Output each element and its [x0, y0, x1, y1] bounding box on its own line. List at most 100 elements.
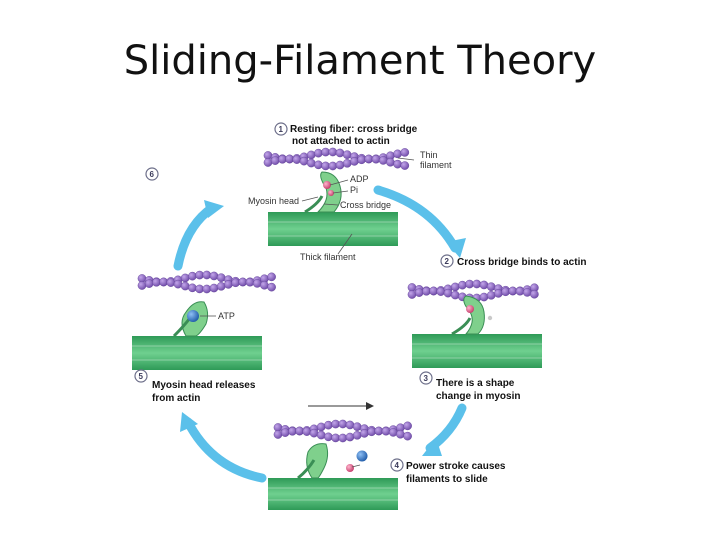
- actin-bead: [202, 284, 212, 294]
- actin-bead: [338, 419, 348, 429]
- actin-bead: [522, 288, 532, 297]
- svg-text:6: 6: [150, 170, 155, 179]
- actin-bead: [501, 287, 510, 297]
- thin-filament-1: [263, 147, 410, 171]
- actin-bead: [450, 282, 460, 292]
- actin-bead: [263, 158, 273, 167]
- actin-bead: [316, 430, 326, 440]
- adp-molecule-4: [346, 464, 354, 472]
- actin-bead: [429, 286, 438, 296]
- cycle-arrow-6-to-1: [173, 203, 217, 271]
- step-5-badge: 5: [134, 369, 148, 383]
- actin-bead: [403, 421, 412, 431]
- actin-bead: [188, 271, 197, 281]
- thick-filament-5: [132, 336, 262, 370]
- actin-bead: [345, 432, 355, 442]
- actin-bead: [216, 282, 226, 291]
- actin-bead: [494, 289, 503, 298]
- actin-bead: [450, 290, 460, 300]
- actin-bead: [285, 154, 294, 164]
- actin-bead: [328, 161, 338, 171]
- step-4-badge: 4: [390, 458, 404, 472]
- actin-bead: [472, 279, 482, 289]
- actin-bead: [288, 426, 297, 436]
- actin-bead: [321, 147, 330, 157]
- actin-bead: [515, 286, 525, 296]
- cycle-arrow-1-to-2-head: [446, 238, 466, 258]
- actin-bead: [479, 292, 489, 302]
- svg-text:3: 3: [424, 374, 429, 383]
- actin-bead: [195, 270, 204, 280]
- actin-bead: [238, 277, 248, 287]
- actin-bead: [381, 426, 391, 436]
- svg-text:5: 5: [139, 372, 144, 381]
- actin-bead: [195, 284, 204, 294]
- actin-bead: [216, 273, 226, 282]
- actin-bead: [342, 159, 352, 168]
- actin-bead: [443, 288, 453, 298]
- atp-molecule-5: [187, 310, 199, 322]
- actin-bead: [374, 426, 384, 436]
- actin-bead: [458, 280, 467, 290]
- actin-bead: [345, 420, 355, 430]
- actin-bead: [342, 150, 352, 159]
- actin-bead: [530, 289, 539, 299]
- atp-label: ATP: [218, 311, 235, 321]
- actin-bead: [180, 281, 190, 291]
- cycle-arrow-1-to-2: [373, 185, 460, 253]
- actin-bead: [144, 279, 154, 288]
- atp-molecule-4: [356, 450, 368, 462]
- actin-bead: [465, 279, 474, 289]
- thin-filament-5: [137, 270, 276, 294]
- svg-text:2: 2: [445, 257, 450, 266]
- cycle-arrow-3-to-4-head: [422, 438, 442, 456]
- thick-filament-1: [268, 212, 398, 246]
- actin-bead: [270, 156, 280, 165]
- actin-bead: [231, 278, 240, 288]
- svg-text:1: 1: [279, 125, 284, 134]
- actin-bead: [273, 430, 283, 439]
- pi-molecule-1: [328, 190, 334, 196]
- actin-bead: [316, 422, 326, 432]
- actin-bead: [371, 154, 381, 164]
- myosin-head-2: [451, 295, 485, 336]
- actin-bead: [360, 429, 369, 438]
- actin-bead: [422, 286, 431, 296]
- actin-bead: [202, 270, 212, 280]
- cross-bridge-label: Cross bridge: [340, 200, 391, 210]
- cycle-arrow-6-to-1-head: [204, 200, 224, 218]
- step-2-caption: Cross bridge binds to actin: [457, 257, 586, 268]
- actin-bead: [252, 279, 262, 288]
- step-3-badge: 3: [419, 371, 433, 385]
- actin-bead: [357, 155, 366, 165]
- actin-bead: [267, 282, 276, 292]
- svg-text:4: 4: [395, 461, 400, 470]
- actin-bead: [280, 428, 290, 437]
- actin-bead: [331, 433, 340, 443]
- actin-bead: [302, 427, 312, 436]
- actin-bead: [486, 282, 496, 291]
- actin-bead: [245, 277, 255, 287]
- actin-bead: [137, 281, 147, 290]
- actin-bead: [314, 160, 323, 170]
- actin-bead: [324, 432, 333, 442]
- pi-molecule-2: [487, 315, 493, 321]
- actin-bead: [328, 147, 338, 157]
- actin-bead: [436, 287, 446, 296]
- actin-bead: [378, 156, 388, 165]
- actin-bead: [388, 428, 398, 437]
- actin-bead: [403, 431, 412, 441]
- cycle-arrow-4-to-5-head: [180, 412, 198, 432]
- actin-bead: [209, 283, 219, 293]
- adp-molecule-2: [466, 305, 474, 313]
- actin-bead: [400, 148, 410, 157]
- actin-bead: [159, 277, 168, 287]
- thick-filament-label: Thick filament: [300, 252, 356, 262]
- actin-bead: [224, 280, 233, 289]
- step-2-badge: 2: [440, 254, 454, 268]
- pi-label: Pi: [350, 185, 358, 195]
- actin-bead: [188, 283, 197, 293]
